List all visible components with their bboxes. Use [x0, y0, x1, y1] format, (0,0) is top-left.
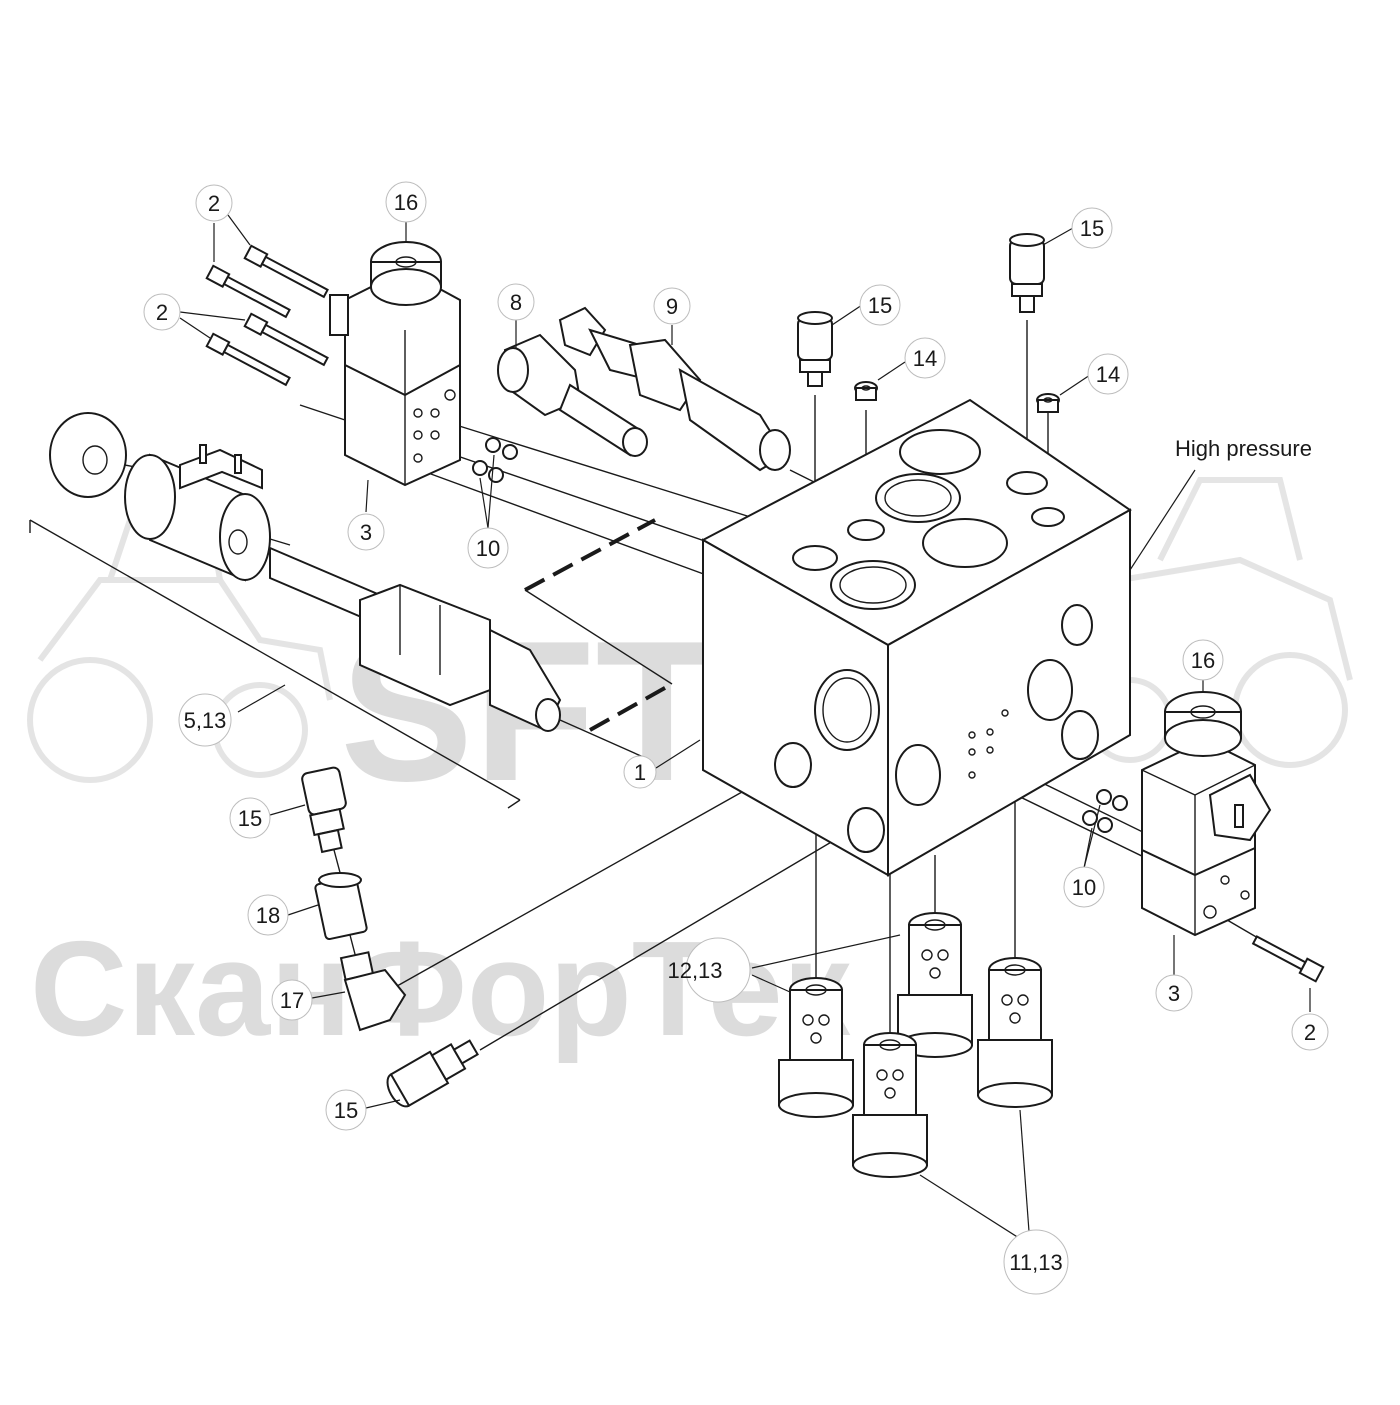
- svg-text:17: 17: [280, 988, 304, 1013]
- cartridge-1: [778, 977, 854, 1118]
- svg-text:15: 15: [1080, 216, 1104, 241]
- callout-15-c: 15: [229, 797, 271, 839]
- callout-14-a: 14: [904, 337, 946, 379]
- svg-text:14: 14: [1096, 362, 1120, 387]
- valve-part-9: [558, 306, 791, 472]
- callout-15-b: 15: [1071, 207, 1113, 249]
- callout-17: 17: [271, 979, 313, 1021]
- mounting-outline: [524, 518, 673, 732]
- callout-2-a: 2: [195, 184, 233, 222]
- solenoid-valve-right: [1141, 691, 1272, 937]
- svg-text:2: 2: [156, 300, 168, 325]
- svg-text:2: 2: [1304, 1020, 1316, 1045]
- svg-text:9: 9: [666, 294, 678, 319]
- fitting-stack-left: [301, 766, 407, 1032]
- svg-text:3: 3: [360, 520, 372, 545]
- svg-text:8: 8: [510, 290, 522, 315]
- cartridge-4: [852, 1032, 928, 1178]
- callout-2-b: 2: [143, 293, 181, 331]
- o-rings-left: [472, 437, 518, 483]
- svg-text:18: 18: [256, 903, 280, 928]
- svg-text:15: 15: [238, 806, 262, 831]
- callout-10-a: 10: [467, 527, 509, 569]
- cartridge-3: [977, 957, 1053, 1108]
- plug-part-14-b: [1036, 393, 1060, 413]
- cartridge-valves: [778, 912, 1053, 1178]
- svg-text:5,13: 5,13: [184, 708, 227, 733]
- svg-text:12,13: 12,13: [667, 958, 722, 983]
- callouts: 2 2 16 3 10 8 9 15 15 14 14 5,13 1 16 10…: [143, 181, 1329, 1295]
- callout-14-b: 14: [1087, 353, 1129, 395]
- svg-text:1: 1: [634, 760, 646, 785]
- manifold-side-ports: [895, 604, 1099, 806]
- callout-16-a: 16: [385, 181, 427, 223]
- callout-11-13: 11,13: [1003, 1229, 1069, 1295]
- svg-text:11,13: 11,13: [1009, 1250, 1062, 1275]
- svg-text:16: 16: [1191, 648, 1215, 673]
- relief-valve-assembly: [49, 412, 562, 732]
- callout-leaders: [179, 214, 1311, 1246]
- callout-15-a: 15: [859, 284, 901, 326]
- svg-text:15: 15: [334, 1098, 358, 1123]
- callout-18: 18: [247, 894, 289, 936]
- pressure-fitting-top-right: [1009, 233, 1045, 313]
- svg-text:15: 15: [868, 293, 892, 318]
- svg-text:16: 16: [394, 190, 418, 215]
- svg-text:14: 14: [913, 346, 937, 371]
- callout-15-d: 15: [325, 1089, 367, 1131]
- high-pressure-label: High pressure: [1175, 436, 1312, 461]
- callout-3-b: 3: [1155, 974, 1193, 1012]
- cartridge-2: [897, 912, 973, 1058]
- callout-9: 9: [653, 287, 691, 325]
- callout-12-13: 12,13: [667, 937, 751, 1003]
- svg-text:10: 10: [476, 536, 500, 561]
- plug-part-14-a: [854, 381, 878, 401]
- svg-text:3: 3: [1168, 981, 1180, 1006]
- manifold-block: [700, 398, 1132, 877]
- pressure-fitting-bottom: [386, 1039, 479, 1108]
- screw-right: [1251, 935, 1325, 983]
- manifold-top-ports: [792, 429, 1065, 610]
- callout-1: 1: [623, 755, 657, 789]
- svg-text:2: 2: [208, 191, 220, 216]
- callout-10-b: 10: [1063, 866, 1105, 908]
- callout-16-b: 16: [1182, 639, 1224, 681]
- callout-3-a: 3: [347, 513, 385, 551]
- callout-8: 8: [497, 283, 535, 321]
- solenoid-valve-left: [329, 241, 461, 487]
- pressure-fitting-top-center: [797, 311, 833, 387]
- plug-part-8: [497, 333, 648, 457]
- o-rings-right: [1082, 789, 1128, 833]
- svg-text:10: 10: [1072, 875, 1096, 900]
- screws-left: [205, 244, 329, 387]
- manifold-front-ports: [774, 669, 885, 853]
- callout-2-c: 2: [1291, 1013, 1329, 1051]
- callout-5-13: 5,13: [178, 693, 232, 747]
